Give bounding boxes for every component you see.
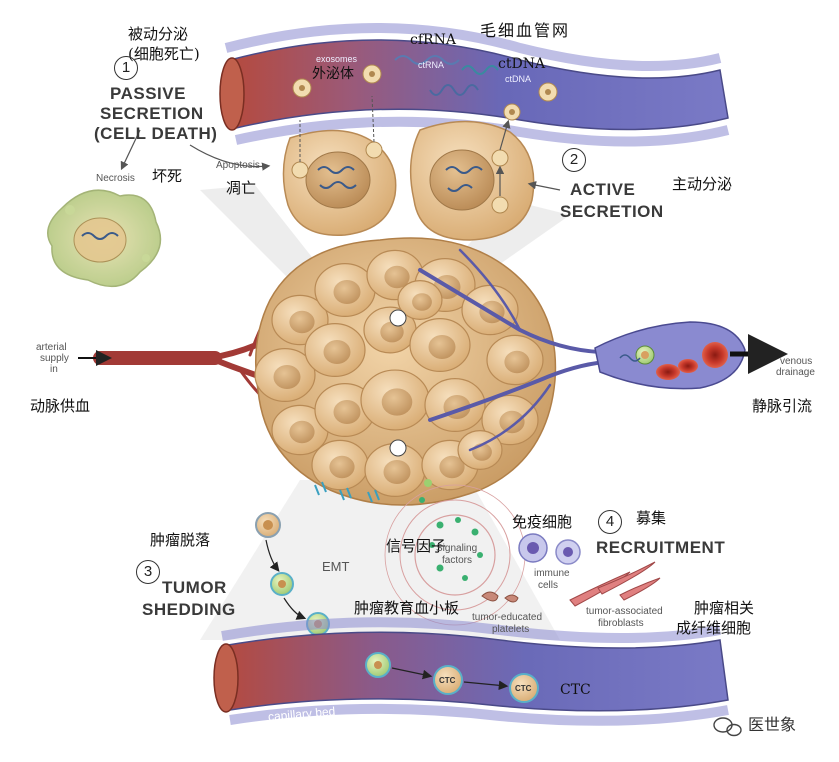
exosome-particles — [292, 64, 558, 121]
signaling-zh: 信号因子 — [386, 537, 447, 555]
tumor-cell-nucleus — [333, 400, 361, 424]
fibro-line1: tumor-associated — [586, 606, 663, 617]
tumor-cell-nucleus — [428, 335, 456, 359]
platelets-line1: tumor-educated — [472, 612, 543, 623]
venous-line2: drainage — [776, 367, 815, 378]
arrow-to-necrosis — [120, 129, 141, 171]
immune-line2: cells — [538, 580, 559, 591]
active-title-line2: SECRETION — [560, 202, 664, 221]
passive-zh-line1: 被动分泌 — [128, 25, 189, 43]
ctdna-zh: ctDNA — [498, 56, 546, 72]
arrow-to-apoptosis — [189, 144, 271, 171]
capillary-network-zh: 毛细血管网 — [480, 21, 571, 40]
emt-label: EMT — [322, 559, 350, 574]
step-2-badge: 2 — [562, 148, 586, 172]
fibro-line2: fibroblasts — [598, 618, 644, 629]
shedding-receptors — [314, 481, 380, 503]
active-title-line1: ACTIVE — [570, 180, 636, 199]
exosomes-label: exosomes — [316, 54, 358, 64]
tumor-cell-nucleus — [383, 460, 411, 484]
immune-cells — [518, 533, 581, 565]
tumor-cell-nucleus — [329, 455, 355, 479]
necrosis-zh: 坏死 — [152, 167, 183, 185]
vessel-cross-section — [389, 309, 407, 327]
tumor-cell-nucleus — [333, 280, 361, 304]
ctc-tag-2: CTC — [515, 684, 532, 693]
shedding-title-line1: TUMOR — [162, 578, 227, 597]
ctc-tag-1: CTC — [439, 676, 456, 685]
tumor-cell-nucleus — [289, 310, 315, 334]
apoptosis-zh: 凋亡 — [226, 179, 257, 197]
ctrna-label: ctRNA — [418, 60, 445, 70]
fibro-zh-line1: 肿瘤相关 — [694, 599, 755, 617]
top-capillary-vessel — [219, 23, 730, 147]
apoptotic-cell — [282, 95, 397, 236]
arterial-zh: 动脉供血 — [30, 397, 91, 415]
platelets-zh: 肿瘤教育血小板 — [354, 599, 460, 617]
venous-zh: 静脉引流 — [752, 397, 813, 415]
nucleic-acid-strands — [394, 55, 499, 96]
tumor-cell-nucleus — [323, 340, 351, 364]
recruitment-title: RECRUITMENT — [596, 538, 726, 557]
platelets-line2: platelets — [492, 624, 530, 635]
signaling-factors — [419, 479, 483, 581]
tumor-cell-nucleus — [380, 321, 404, 343]
shedding-zh: 肿瘤脱落 — [150, 531, 211, 549]
signaling-line2: factors — [442, 555, 473, 566]
step-3-badge: 3 — [136, 560, 160, 584]
venous-vessel-body — [594, 321, 746, 390]
tumor-associated-fibroblasts — [569, 561, 661, 607]
tumor-cell-nucleus — [384, 265, 410, 289]
funnel-bottom — [200, 480, 560, 640]
tumor-cell-nucleus — [289, 420, 315, 444]
wechat-icon — [713, 717, 742, 737]
tumor-cell-nucleus — [412, 293, 432, 311]
tumor-cell-nucleus — [499, 410, 525, 434]
recruitment-zh: 募集 — [636, 509, 667, 527]
vessel-cross-section — [389, 439, 407, 457]
necrosis-label: Necrosis — [96, 173, 135, 184]
arterial-line3: in — [50, 364, 58, 375]
tumor-cell-nucleus — [439, 455, 465, 479]
step-1-badge: 1 — [114, 56, 138, 80]
tumor-cell-nucleus — [504, 350, 530, 374]
tumor-cell-cluster — [254, 249, 544, 498]
passive-zh-line2: (细胞死亡) — [128, 45, 200, 63]
venous-vessels — [418, 248, 607, 452]
step-4-badge: 4 — [598, 510, 622, 534]
active-zh: 主动分泌 — [672, 175, 733, 193]
immune-zh: 免疫细胞 — [512, 513, 573, 531]
passive-title-line1: PASSIVE — [110, 84, 186, 103]
immune-line1: immune — [534, 568, 570, 579]
tumor-cell-nucleus — [273, 365, 301, 389]
tumor-educated-platelets — [481, 591, 519, 603]
bottom-capillary-vessel — [213, 617, 729, 726]
tumor-cell-nucleus — [381, 388, 413, 416]
ctrna-zh: cfRNA — [410, 32, 456, 48]
venous-line1: venous — [780, 356, 813, 367]
exosomes-zh: 外泌体 — [312, 66, 354, 82]
necrotic-cell — [47, 189, 162, 288]
shedding-title-line2: SHEDDING — [142, 600, 236, 619]
arrow-active — [527, 181, 561, 191]
passive-title-line2: SECRETION — [100, 104, 204, 123]
ctc-label: CTC — [560, 682, 591, 698]
arterial-line2: supply — [40, 353, 69, 364]
circulating-tumor-cells — [365, 652, 539, 703]
funnel-top-left — [200, 185, 330, 290]
watermark-text: 医世象 — [748, 715, 797, 734]
ctdna-label: ctDNA — [505, 74, 532, 84]
arterial-line1: arterial — [36, 342, 67, 353]
apoptosis-label: Apoptosis — [216, 160, 260, 171]
fibro-zh-line2: 成纤维细胞 — [676, 619, 752, 637]
signaling-line1: Signaling — [436, 543, 478, 554]
passive-title-line3: (CELL DEATH) — [94, 124, 218, 143]
active-secretion-cell — [409, 119, 535, 241]
